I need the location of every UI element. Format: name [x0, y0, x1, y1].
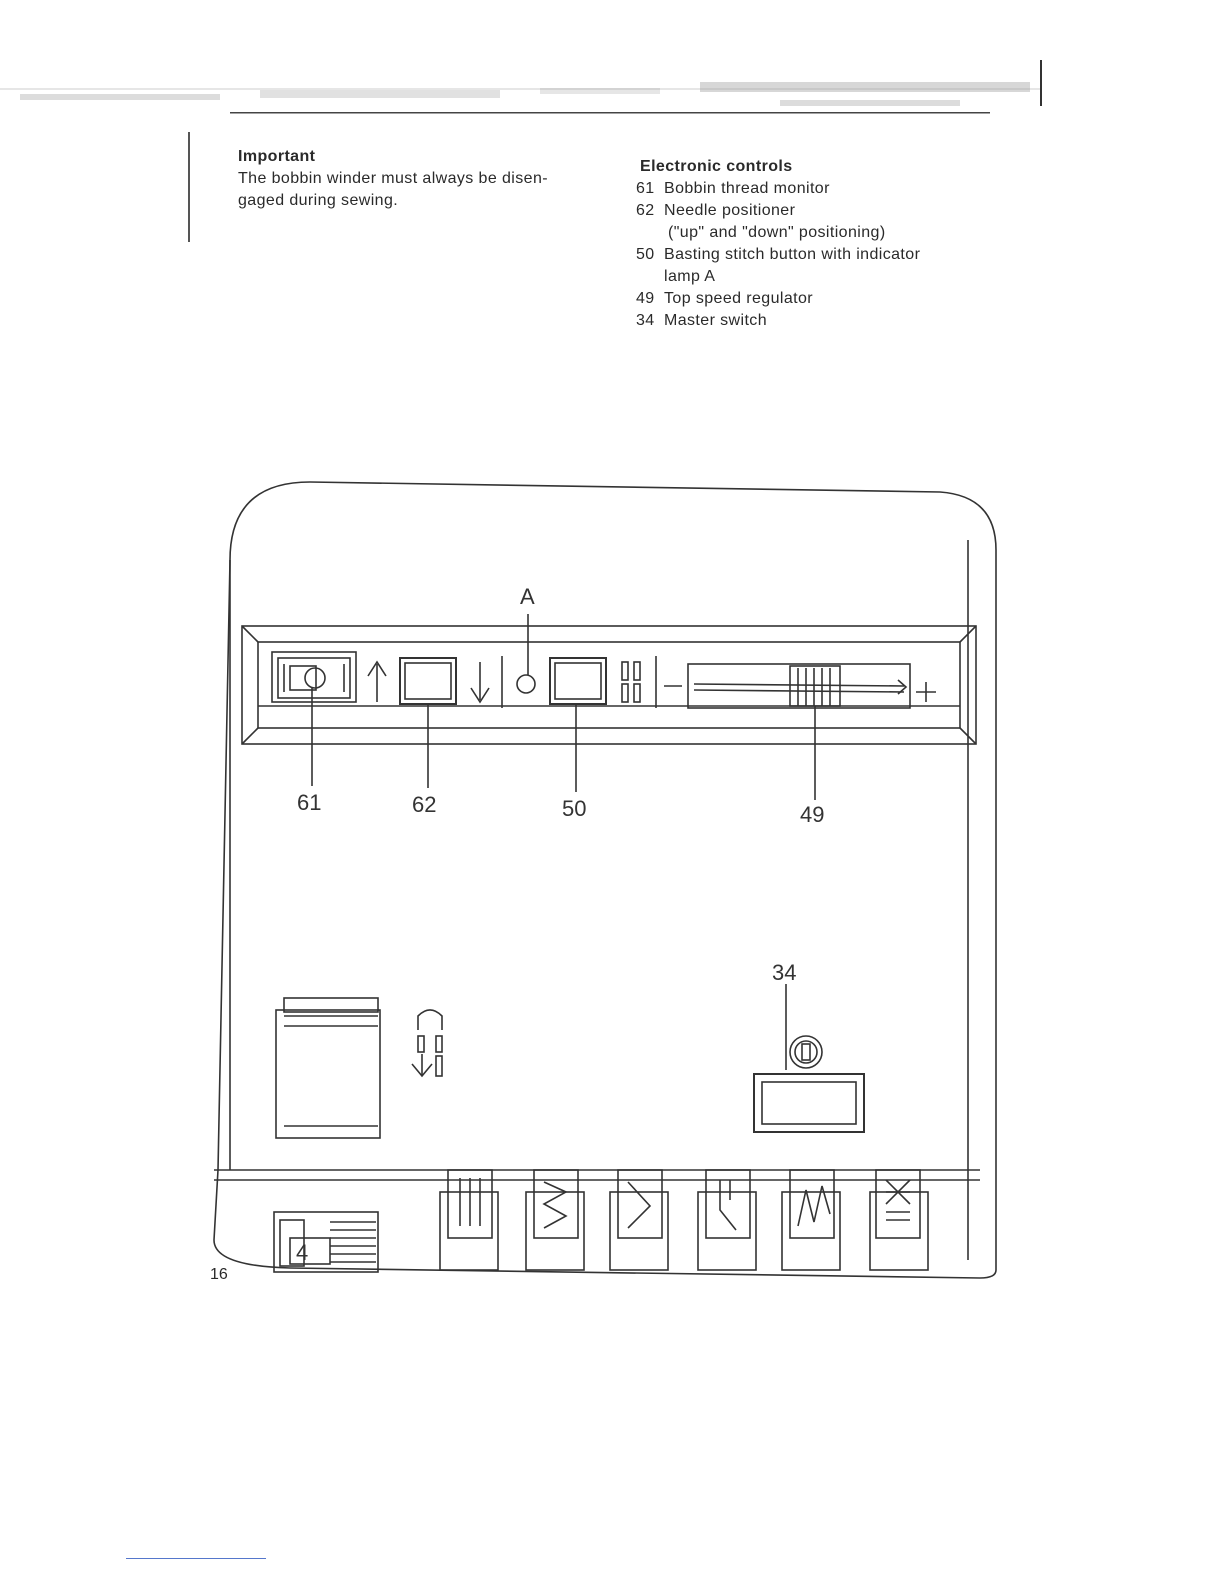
item-label: Master switch: [664, 312, 767, 329]
list-item: 62 Needle positioner ("up" and "down" po…: [636, 200, 996, 244]
important-text-line2: gaged during sewing.: [238, 190, 618, 212]
important-note: Important The bobbin winder must always …: [238, 146, 618, 212]
important-text-line1: The bobbin winder must always be disen-: [238, 168, 618, 190]
callout-34: 34: [772, 960, 796, 985]
needle-positioner-button: [400, 658, 456, 704]
stitch-key-1: [440, 1170, 498, 1270]
stitch-key-6: [870, 1170, 928, 1270]
item-number: 62: [636, 200, 664, 244]
electronic-controls-list: Electronic controls 61 Bobbin thread mon…: [636, 156, 996, 332]
item-label-cont: ("up" and "down" positioning): [668, 222, 996, 244]
stitch-key-4: [698, 1170, 756, 1270]
item-label: Needle positioner: [664, 202, 795, 219]
control-panel-diagram: A 61 62 50 49 34 4: [200, 470, 1000, 1290]
item-label: Bobbin thread monitor: [664, 180, 830, 197]
stitch-key-5: [782, 1170, 840, 1270]
page-number: 16: [210, 1266, 228, 1284]
callout-50: 50: [562, 796, 586, 821]
callout-62: 62: [412, 792, 436, 817]
bobbin-winder-arrow-icon: [412, 1010, 442, 1076]
basting-stitch-button: [550, 658, 606, 704]
bottom-rule: [126, 1558, 266, 1559]
stitch-key-2: [526, 1170, 584, 1270]
basting-stitch-icon: [622, 662, 640, 702]
margin-rule: [188, 132, 190, 242]
speed-slider: [688, 664, 910, 708]
stitch-key-bobbin-counter: [274, 1212, 378, 1272]
item-label: Basting stitch button with indicator: [664, 246, 920, 263]
callout-61: 61: [297, 790, 321, 815]
stitch-key-3: [610, 1170, 668, 1270]
needle-up-arrow-icon: [368, 662, 386, 702]
list-item: 61 Bobbin thread monitor: [636, 178, 996, 200]
plus-icon: [916, 682, 936, 702]
bobbin-counter-digit: 4: [296, 1240, 308, 1265]
item-number: 50: [636, 244, 664, 288]
list-item: 34 Master switch: [636, 310, 996, 332]
bobbin-winder-housing: [276, 998, 380, 1138]
needle-down-arrow-icon: [471, 662, 489, 702]
list-item: 49 Top speed regulator: [636, 288, 996, 310]
callout-49: 49: [800, 802, 824, 827]
item-number: 34: [636, 310, 664, 332]
label-lamp-a: A: [520, 584, 535, 609]
item-number: 61: [636, 178, 664, 200]
list-item: 50 Basting stitch button with indicator …: [636, 244, 996, 288]
item-label: Top speed regulator: [664, 290, 813, 307]
item-label-cont: lamp A: [664, 266, 996, 288]
machine-outline: [214, 482, 996, 1278]
bobbin-monitor-icon: [272, 652, 356, 702]
indicator-lamp-a: [517, 675, 535, 693]
scan-noise-band: [0, 60, 1060, 130]
item-number: 49: [636, 288, 664, 310]
important-heading: Important: [238, 146, 618, 168]
controls-heading: Electronic controls: [640, 156, 996, 178]
